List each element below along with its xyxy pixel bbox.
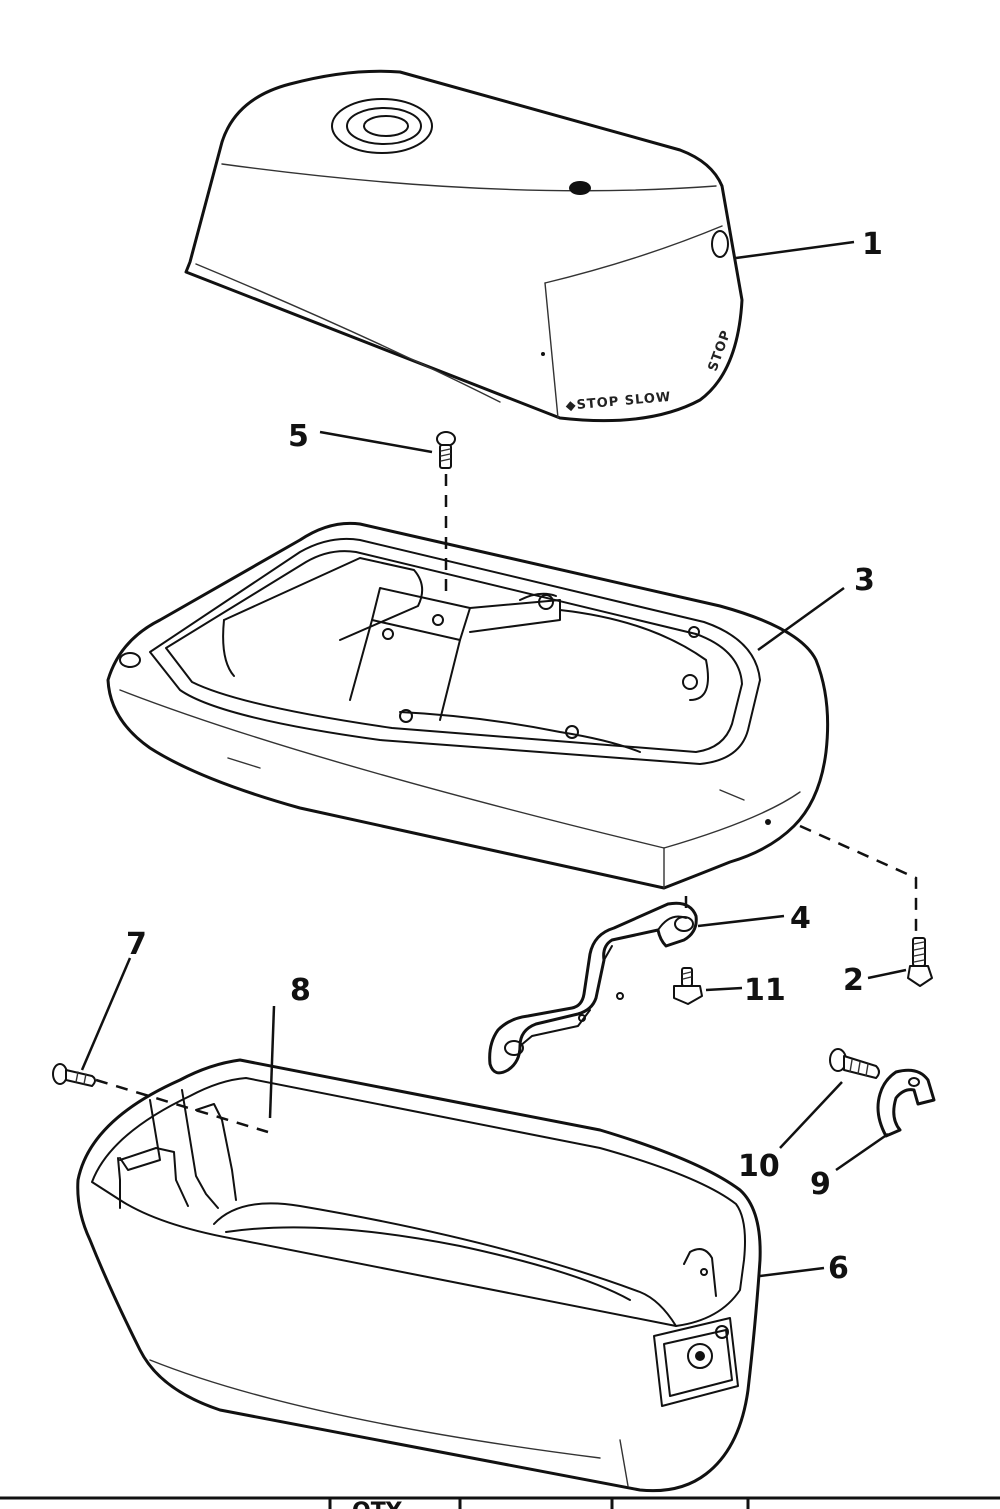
callout-2: 2 xyxy=(843,963,864,998)
callout-labels: 1 2 3 4 5 6 7 8 9 10 11 xyxy=(126,227,883,1286)
leader-lines xyxy=(80,240,907,1278)
screw-10-part xyxy=(829,1048,880,1079)
callout-11: 11 xyxy=(744,973,786,1008)
callout-10: 10 xyxy=(738,1149,780,1184)
qty-column-header: QTY xyxy=(352,1499,403,1509)
callout-8: 8 xyxy=(290,973,311,1008)
pin-7-part xyxy=(52,1063,96,1087)
callout-7: 7 xyxy=(126,927,147,962)
screw-5-part xyxy=(436,431,456,469)
screw-11-part xyxy=(673,967,703,1005)
motor-cover-tray-part xyxy=(106,521,830,890)
callout-4: 4 xyxy=(790,901,811,936)
screw-2-part xyxy=(907,937,933,987)
clip-9-part xyxy=(876,1068,936,1138)
callout-5: 5 xyxy=(288,419,309,454)
callout-9: 9 xyxy=(810,1167,831,1202)
assembly-dashed-lines xyxy=(95,474,918,1134)
bottom-pan-part xyxy=(76,1058,762,1493)
callout-6: 6 xyxy=(828,1251,849,1286)
callout-1: 1 xyxy=(862,227,883,262)
callout-3: 3 xyxy=(854,563,875,598)
parts-table-header-partial: QTY xyxy=(0,1496,1000,1509)
bracket-4-part xyxy=(488,901,698,1075)
top-cover-part: ◆STOP SLOW STOP xyxy=(184,69,744,423)
